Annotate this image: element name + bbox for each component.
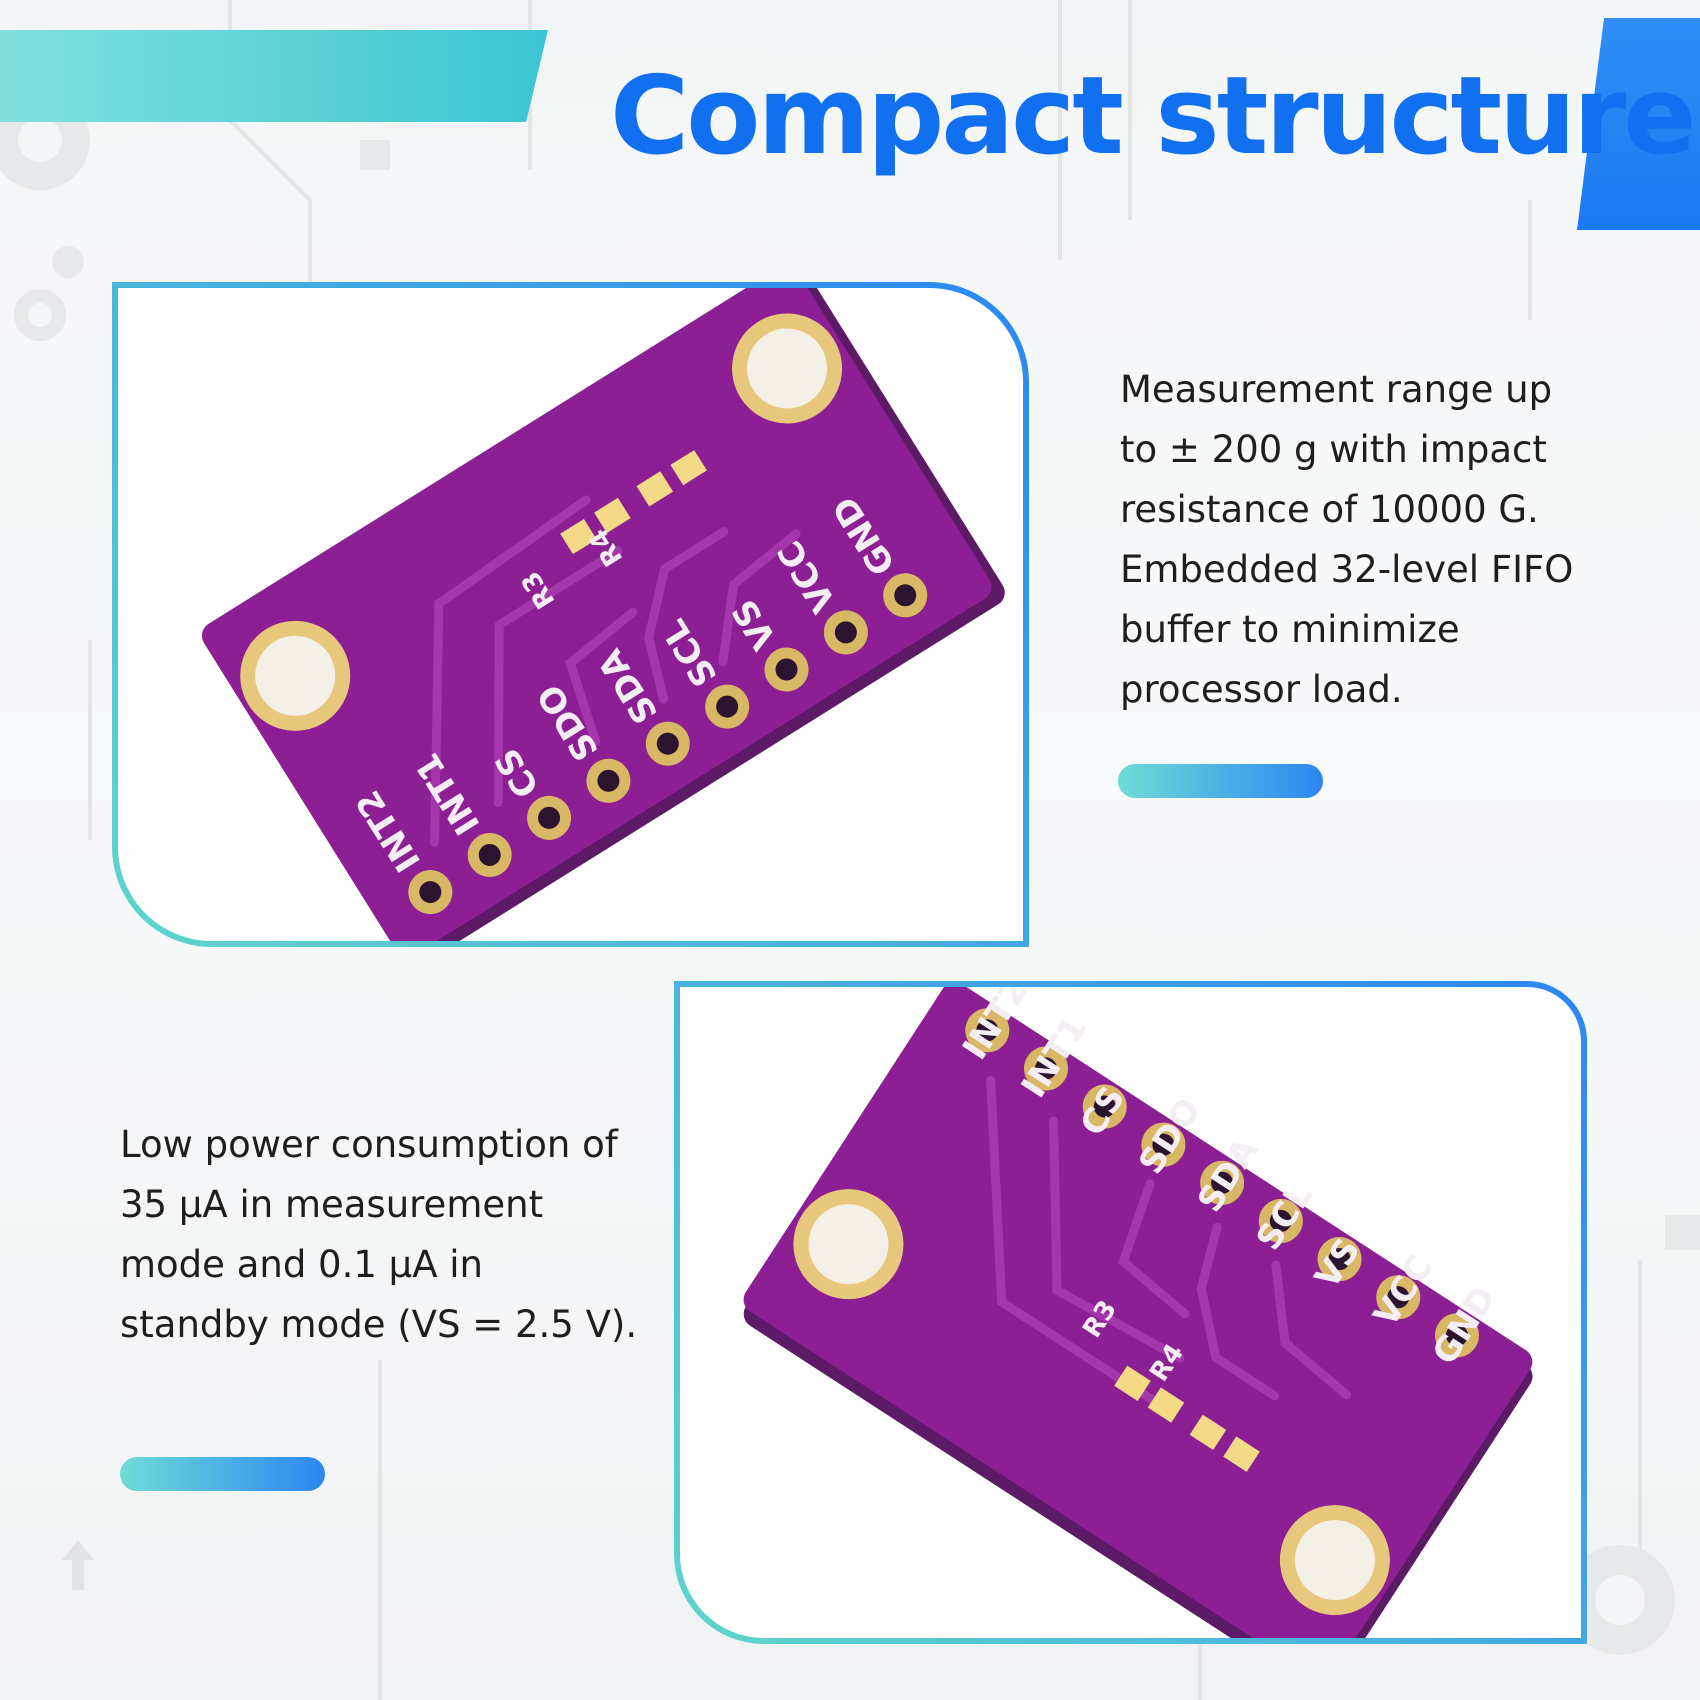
feature-text-power-consumption: Low power consumption of 35 μA in measur… xyxy=(120,1123,638,1346)
sensor-board-image-bottom: INT2 INT1 CS SDO SDA SCL VS VCC GND R3 R… xyxy=(743,987,1533,1638)
accent-bar-bottom xyxy=(120,1457,325,1491)
page-title: Compact structure xyxy=(610,54,1697,179)
sensor-board-image-top: INT2 INT1 CS SDO SDA SCL VS VCC GND R3 R… xyxy=(201,288,1005,941)
accent-bar-top xyxy=(1118,764,1323,798)
product-image-frame-top: INT2 INT1 CS SDO SDA SCL VS VCC GND R3 R… xyxy=(112,282,1029,947)
title-banner-left xyxy=(0,30,548,122)
product-image-frame-bottom: INT2 INT1 CS SDO SDA SCL VS VCC GND R3 R… xyxy=(674,981,1587,1644)
feature-text-measurement-range: Measurement range up to ± 200 g with imp… xyxy=(1120,368,1574,711)
